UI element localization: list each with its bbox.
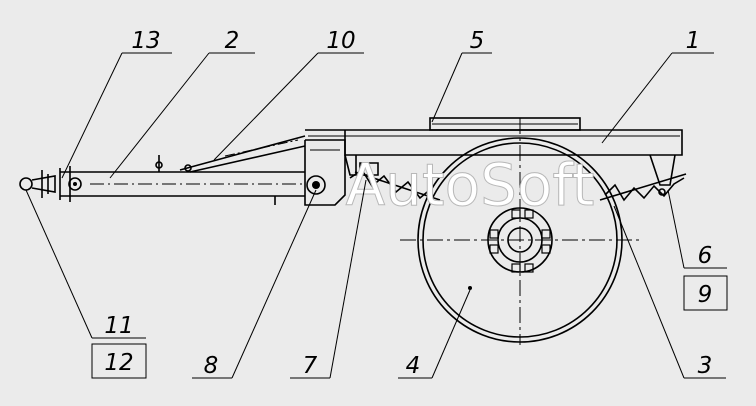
centerlines — [400, 118, 640, 345]
top-plate — [429, 117, 581, 131]
callout-6: 6 — [698, 243, 713, 269]
callout-12: 12 — [104, 350, 133, 376]
leader-lines — [25, 52, 728, 379]
callout-labels: 13 2 10 5 1 6 9 3 4 7 8 11 12 — [104, 28, 712, 379]
rear-spring — [599, 173, 687, 202]
callout-7: 7 — [303, 353, 318, 379]
callout-5: 5 — [470, 28, 485, 54]
drawbar — [59, 166, 305, 205]
callout-11: 11 — [104, 313, 133, 339]
callout-8: 8 — [204, 353, 219, 379]
watermark-text: AutoSoft — [345, 151, 594, 219]
pivot — [306, 175, 326, 195]
callout-4: 4 — [406, 353, 421, 379]
front-spring — [349, 162, 441, 201]
brace — [155, 135, 306, 173]
callout-9: 9 — [698, 282, 713, 308]
callout-2: 2 — [225, 28, 240, 54]
callout-13: 13 — [131, 28, 160, 54]
callout-10: 10 — [326, 28, 355, 54]
callout-1: 1 — [686, 28, 701, 54]
callout-3: 3 — [698, 353, 713, 379]
drawbar-bracket — [304, 139, 346, 206]
